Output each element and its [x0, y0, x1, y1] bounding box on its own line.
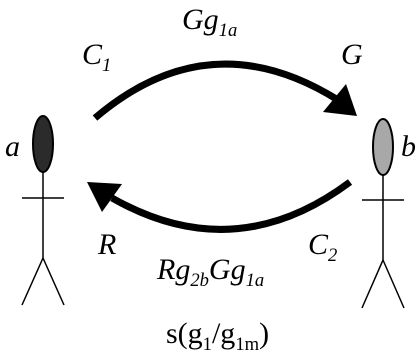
formula: s(g1/g1m): [166, 317, 270, 354]
arrow-b-to-a-curve: [110, 179, 353, 233]
arrow-a-to-b-head: [323, 84, 357, 116]
person-a-left-leg: [21, 257, 44, 306]
label-r: R: [98, 228, 117, 261]
arrow-a-to-b: [92, 60, 357, 121]
label-bottom-arrow-main-2: Gg: [208, 253, 246, 286]
label-c1-main: C: [82, 38, 103, 71]
label-c2: C2: [308, 228, 337, 265]
person-a: [21, 115, 65, 306]
label-bottom-arrow-main-1: Rg: [157, 253, 191, 286]
arrow-b-to-a-head: [87, 182, 122, 212]
label-top-arrow: Gg1a: [182, 3, 237, 40]
person-a-right-leg: [42, 257, 65, 306]
label-c1-sub: 1: [102, 54, 112, 76]
person-b-head: [372, 118, 394, 176]
label-c1: C1: [82, 38, 111, 75]
formula-mid: /g: [211, 317, 236, 350]
label-bottom-arrow-sub-1: 2b: [190, 269, 209, 291]
label-b: b: [401, 130, 416, 163]
arrow-b-to-a: [87, 179, 353, 233]
formula-sub-2: 1m: [235, 333, 260, 355]
person-b-left-leg: [361, 259, 384, 309]
person-b: [361, 118, 405, 309]
label-c2-main: C: [308, 228, 329, 261]
label-a: a: [5, 130, 20, 163]
label-bottom-arrow: Rg2bGg1a: [157, 253, 264, 290]
formula-sub-1: 1: [202, 333, 212, 355]
label-top-arrow-main: Gg: [182, 3, 219, 36]
formula-suffix: ): [259, 317, 270, 350]
formula-prefix: s(g: [166, 317, 203, 350]
label-top-arrow-sub: 1a: [218, 19, 238, 41]
label-c2-sub: 2: [328, 244, 338, 266]
label-bottom-arrow-sub-2: 1a: [245, 269, 265, 291]
person-a-head: [32, 115, 54, 173]
arrow-a-to-b-curve: [92, 60, 340, 121]
label-g-right: G: [341, 38, 363, 71]
person-b-right-leg: [382, 259, 405, 309]
